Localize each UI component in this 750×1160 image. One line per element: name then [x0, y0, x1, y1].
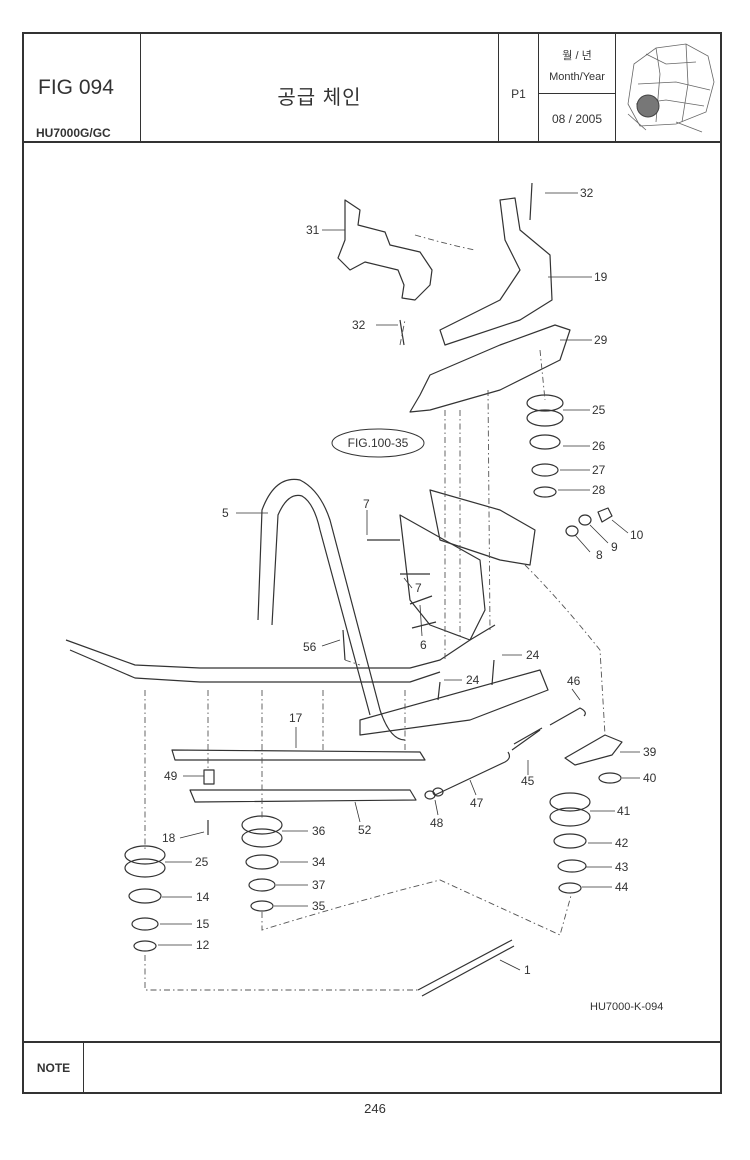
callout: 7: [415, 581, 422, 595]
callout: 10: [630, 528, 644, 542]
callout: 35: [312, 899, 326, 913]
tension-rod-part: [434, 751, 511, 796]
reference-oval: [331, 428, 425, 458]
main-shaft-part: [65, 624, 496, 669]
page-code-cell: P1: [499, 34, 539, 141]
callout: 47: [470, 796, 484, 810]
callout: 24: [466, 673, 480, 687]
callout: 56: [303, 640, 317, 654]
page-number: 246: [364, 1101, 386, 1116]
date-value: 08 / 2005: [551, 112, 603, 126]
thumbnail-cell: [616, 34, 720, 141]
callout: 9: [611, 540, 618, 554]
strip-17-part: [171, 749, 426, 761]
callout: 14: [196, 890, 210, 904]
callout: 48: [430, 816, 444, 830]
callout: 34: [312, 855, 326, 869]
callout: 32: [352, 318, 366, 332]
machine-thumbnail-icon: [627, 43, 715, 133]
note-label: NOTE: [24, 1043, 84, 1092]
callout: 25: [195, 855, 209, 869]
guide-plate-part: [409, 324, 571, 413]
strip-52-part: [189, 789, 417, 803]
callout: 41: [617, 804, 631, 818]
model-code: HU7000G/GC: [36, 126, 111, 140]
callout: 29: [594, 333, 608, 347]
mount-bracket-part: [399, 514, 486, 641]
date-cell: 월 / 년 Month/Year 08 / 2005: [539, 34, 616, 141]
callout: 28: [592, 483, 606, 497]
date-label-korean: 월 / 년: [562, 50, 592, 62]
frame-tube-part: [257, 478, 406, 741]
callout: 36: [312, 824, 326, 838]
tension-arm-part: [564, 734, 623, 766]
callout: 52: [358, 823, 372, 837]
callout: 26: [592, 439, 606, 453]
callout: 8: [596, 548, 603, 562]
callout: 42: [615, 836, 629, 850]
callout: 5: [222, 506, 229, 520]
date-divider: [539, 93, 615, 94]
hook-part: [549, 707, 586, 726]
lower-frame-part: [359, 669, 549, 736]
drawing-code: HU7000-K-094: [590, 1001, 663, 1013]
fig-number: FIG 094: [38, 76, 114, 99]
callout: 18: [162, 831, 176, 845]
side-plate-part: [439, 197, 553, 346]
note-box: NOTE: [22, 1041, 722, 1094]
page-code: P1: [511, 87, 526, 101]
fig-cell: FIG 094 HU7000G/GC: [24, 34, 141, 141]
callout: 32: [580, 186, 594, 200]
callout: 46: [567, 674, 581, 688]
callout: 15: [196, 917, 210, 931]
tensioner-block-part: [429, 489, 536, 566]
callout: 7: [363, 497, 370, 511]
callout: 40: [643, 771, 657, 785]
callout: 19: [594, 270, 608, 284]
feed-chain-part: [417, 939, 515, 997]
callout: 25: [592, 403, 606, 417]
reference-label: FIG.100-35: [348, 436, 409, 450]
callout: 31: [306, 223, 320, 237]
header-bar: FIG 094 HU7000G/GC 공급 체인 P1 월 / 년 Month/…: [22, 32, 722, 143]
callout: 24: [526, 648, 540, 662]
callout: 43: [615, 860, 629, 874]
callout: 6: [420, 638, 427, 652]
callout: 49: [164, 769, 178, 783]
callout: 12: [196, 938, 210, 952]
callout: 27: [592, 463, 606, 477]
callout: 37: [312, 878, 326, 892]
upper-bracket-part: [337, 199, 433, 301]
page-title: 공급 체인: [277, 87, 362, 109]
callout: 45: [521, 774, 535, 788]
callout: 44: [615, 880, 629, 894]
spring-part: [511, 727, 543, 751]
callout: 39: [643, 745, 657, 759]
title-cell: 공급 체인: [141, 34, 499, 141]
callout: 17: [289, 711, 303, 725]
callout: 1: [524, 963, 531, 977]
date-label-english: Month/Year: [549, 71, 605, 83]
